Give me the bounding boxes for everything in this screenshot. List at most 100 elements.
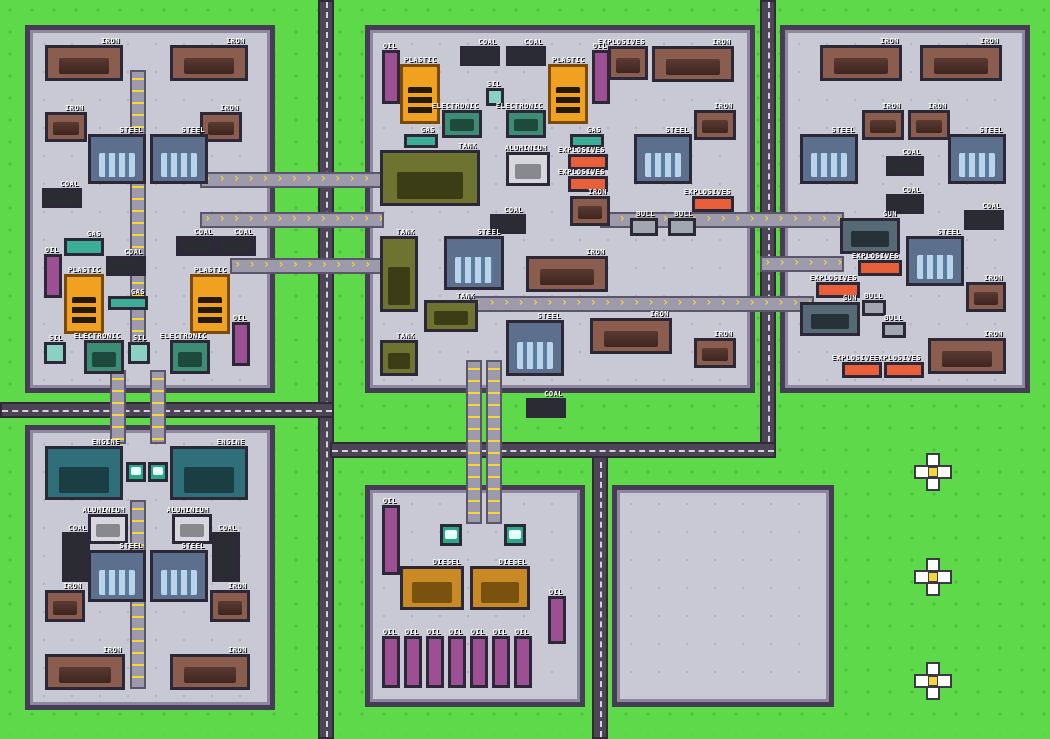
iron-factory[interactable]: IRON — [45, 646, 125, 690]
steel-factory[interactable]: STEEL — [948, 126, 1006, 184]
electronic-factory[interactable]: ELECTRONIC — [160, 332, 210, 374]
iron-factory[interactable]: IRON — [694, 102, 736, 140]
conveyor-belt[interactable] — [110, 370, 126, 444]
dpad-icon[interactable] — [914, 558, 952, 596]
oil-well[interactable]: OIL — [232, 314, 250, 366]
tank-factory[interactable]: TANK — [380, 142, 480, 206]
oil-well[interactable]: OIL — [382, 42, 400, 104]
plastic-factory[interactable]: PLASTIC — [548, 56, 588, 124]
iron-factory[interactable]: IRON — [652, 38, 734, 82]
iron-factory[interactable]: IRON — [526, 248, 608, 292]
engine-factory[interactable]: ENGINE — [170, 438, 248, 500]
conveyor-belt[interactable] — [466, 360, 482, 524]
oil-well[interactable]: OIL — [492, 628, 510, 688]
explosives-factory[interactable]: EXPLOSIVES — [874, 354, 924, 378]
steel-factory[interactable]: STEEL — [150, 542, 208, 602]
zone-bottom-right-empty[interactable] — [612, 485, 834, 707]
steel-factory[interactable]: STEEL — [634, 126, 692, 184]
steel-factory[interactable]: STEEL — [444, 228, 504, 290]
oil-well[interactable]: OIL — [404, 628, 422, 688]
silicon-mine[interactable]: SIL — [486, 80, 504, 106]
gun-factory[interactable]: GUN — [840, 210, 900, 254]
conveyor-belt[interactable] — [760, 255, 844, 272]
plastic-factory[interactable]: PLASTIC — [190, 266, 230, 334]
iron-factory[interactable]: IRON — [928, 330, 1006, 374]
iron-factory[interactable]: IRON — [45, 104, 87, 142]
recycler[interactable] — [148, 462, 168, 482]
gas-extractor[interactable]: GAS — [570, 126, 604, 148]
coal-mine[interactable]: COAL — [62, 524, 90, 582]
gas-extractor[interactable]: GAS — [64, 230, 104, 256]
gas-extractor[interactable]: GAS — [404, 126, 438, 148]
coal-mine[interactable]: COAL — [460, 38, 500, 66]
iron-factory[interactable]: IRON — [45, 582, 85, 622]
coal-mine[interactable]: COAL — [886, 148, 924, 176]
tank-factory[interactable]: TANK — [380, 332, 418, 376]
iron-factory[interactable]: IRON — [862, 102, 904, 140]
gun-factory[interactable]: GUN — [800, 294, 860, 336]
coal-mine[interactable]: COAL — [964, 202, 1004, 230]
bullet-factory[interactable]: BULL — [630, 210, 658, 236]
steel-factory[interactable]: STEEL — [88, 126, 146, 184]
bullet-factory[interactable]: BULL — [668, 210, 696, 236]
dpad-icon[interactable] — [914, 662, 952, 700]
oil-well[interactable]: OIL — [44, 246, 62, 298]
diesel-refinery[interactable]: DIESEL — [470, 558, 530, 610]
conveyor-belt[interactable] — [470, 295, 814, 312]
coal-mine[interactable]: COAL — [526, 390, 566, 418]
coal-mine[interactable]: COAL — [212, 524, 240, 582]
tank-factory[interactable]: TANK — [380, 228, 418, 312]
oil-well[interactable]: OIL — [514, 628, 532, 688]
diesel-refinery[interactable]: DIESEL — [400, 558, 464, 610]
electronic-factory[interactable]: ELECTRONIC — [74, 332, 124, 374]
electronic-factory[interactable]: ELECTRONIC — [432, 102, 482, 138]
explosives-factory[interactable]: EXPLOSIVES — [684, 188, 734, 212]
recycler[interactable] — [440, 524, 462, 546]
steel-factory[interactable]: STEEL — [150, 126, 208, 184]
aluminium-factory[interactable]: ALUMINIUM — [83, 506, 128, 544]
recycler[interactable] — [504, 524, 526, 546]
oil-well[interactable]: OIL — [470, 628, 488, 688]
coal-mine[interactable]: COAL — [886, 186, 924, 214]
conveyor-belt[interactable] — [600, 211, 844, 228]
conveyor-belt[interactable] — [230, 257, 384, 274]
iron-factory[interactable]: IRON — [966, 274, 1006, 312]
iron-factory[interactable]: IRON — [210, 582, 250, 622]
bullet-factory[interactable]: BULL — [862, 292, 886, 316]
oil-well[interactable]: OIL — [448, 628, 466, 688]
bullet-factory[interactable]: BULL — [882, 314, 906, 338]
conveyor-belt[interactable] — [150, 370, 166, 444]
coal-mine[interactable]: COAL — [506, 38, 546, 66]
electronic-factory[interactable]: ELECTRONIC — [496, 102, 546, 138]
iron-factory[interactable]: IRON — [908, 102, 950, 140]
aluminium-factory[interactable]: ALUMINIUM — [167, 506, 212, 544]
steel-factory[interactable]: STEEL — [906, 228, 964, 286]
iron-factory[interactable]: IRON — [45, 37, 123, 81]
coal-mine[interactable]: COAL — [490, 206, 526, 234]
oil-well[interactable]: OIL — [426, 628, 444, 688]
tank-factory[interactable]: TANK — [424, 292, 478, 332]
silicon-mine[interactable]: SIL — [44, 334, 66, 364]
explosives-factory[interactable]: EXPLOSIVES — [832, 354, 882, 378]
plastic-factory[interactable]: PLASTIC — [400, 56, 440, 124]
steel-factory[interactable]: STEEL — [88, 542, 146, 602]
oil-well[interactable]: OIL — [548, 588, 566, 644]
iron-factory[interactable]: IRON — [170, 37, 248, 81]
gas-extractor[interactable]: GAS — [108, 288, 148, 310]
coal-mine[interactable]: COAL — [176, 228, 216, 256]
steel-factory[interactable]: STEEL — [800, 126, 858, 184]
conveyor-belt[interactable] — [200, 171, 384, 188]
conveyor-belt[interactable] — [130, 70, 146, 364]
steel-factory[interactable]: STEEL — [506, 312, 564, 376]
aluminium-factory[interactable]: ALUMINIUM — [505, 144, 550, 186]
coal-mine[interactable]: COAL — [216, 228, 256, 256]
explosives-factory[interactable]: EXPLOSIVES — [558, 168, 608, 192]
explosives-factory[interactable]: EXPLOSIVES — [558, 146, 608, 170]
silicon-mine[interactable]: SIL — [128, 334, 150, 364]
iron-factory[interactable]: IRON — [694, 330, 736, 368]
oil-well[interactable]: OIL — [382, 628, 400, 688]
iron-factory[interactable]: IRON — [170, 646, 250, 690]
conveyor-belt[interactable] — [486, 360, 502, 524]
iron-factory[interactable]: EXPLOSIVES — [598, 38, 648, 80]
explosives-factory[interactable]: EXPLOSIVES — [810, 274, 860, 298]
